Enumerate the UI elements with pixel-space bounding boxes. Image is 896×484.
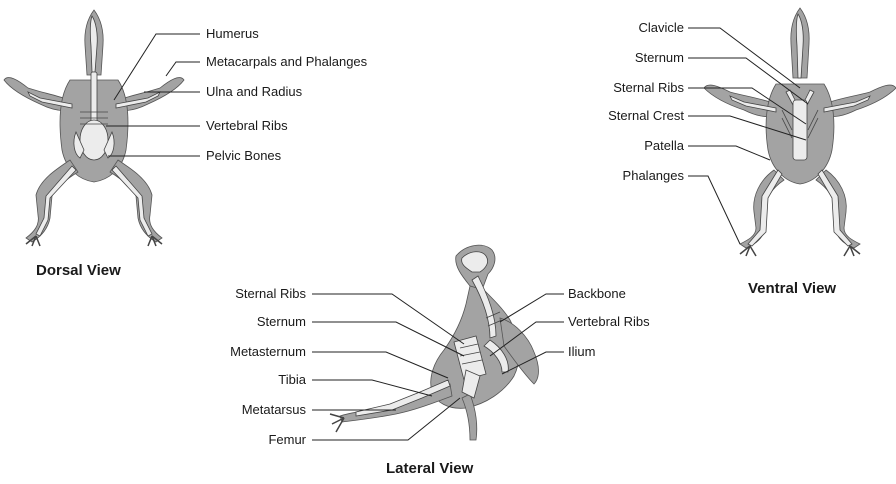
label-dorsal-pelvic-bones: Pelvic Bones xyxy=(206,149,281,163)
label-ventral-phalanges: Phalanges xyxy=(623,169,684,183)
title-ventral-view: Ventral View xyxy=(748,280,836,297)
label-lateral-sternal-ribs: Sternal Ribs xyxy=(235,287,306,301)
title-lateral-view: Lateral View xyxy=(386,460,473,477)
label-ventral-sternal-ribs: Sternal Ribs xyxy=(613,81,684,95)
label-dorsal-humerus: Humerus xyxy=(206,27,259,41)
label-lateral-metasternum: Metasternum xyxy=(230,345,306,359)
lateral-bird-figure xyxy=(330,245,539,440)
label-lateral-backbone: Backbone xyxy=(568,287,626,301)
label-dorsal-vertebral-ribs: Vertebral Ribs xyxy=(206,119,288,133)
title-dorsal-view: Dorsal View xyxy=(36,262,121,279)
label-ventral-patella: Patella xyxy=(644,139,684,153)
ventral-bird-figure xyxy=(704,8,896,256)
dorsal-bird-figure xyxy=(4,10,184,246)
label-dorsal-ulna-radius: Ulna and Radius xyxy=(206,85,302,99)
label-dorsal-metacarpals: Metacarpals and Phalanges xyxy=(206,55,367,69)
label-ventral-clavicle: Clavicle xyxy=(638,21,684,35)
label-ventral-sternum: Sternum xyxy=(635,51,684,65)
label-lateral-tibia: Tibia xyxy=(278,373,306,387)
label-lateral-vertebral-ribs: Vertebral Ribs xyxy=(568,315,650,329)
label-lateral-femur: Femur xyxy=(268,433,306,447)
label-ventral-sternal-crest: Sternal Crest xyxy=(608,109,684,123)
label-lateral-ilium: Ilium xyxy=(568,345,595,359)
label-lateral-sternum: Sternum xyxy=(257,315,306,329)
label-lateral-metatarsus: Metatarsus xyxy=(242,403,306,417)
